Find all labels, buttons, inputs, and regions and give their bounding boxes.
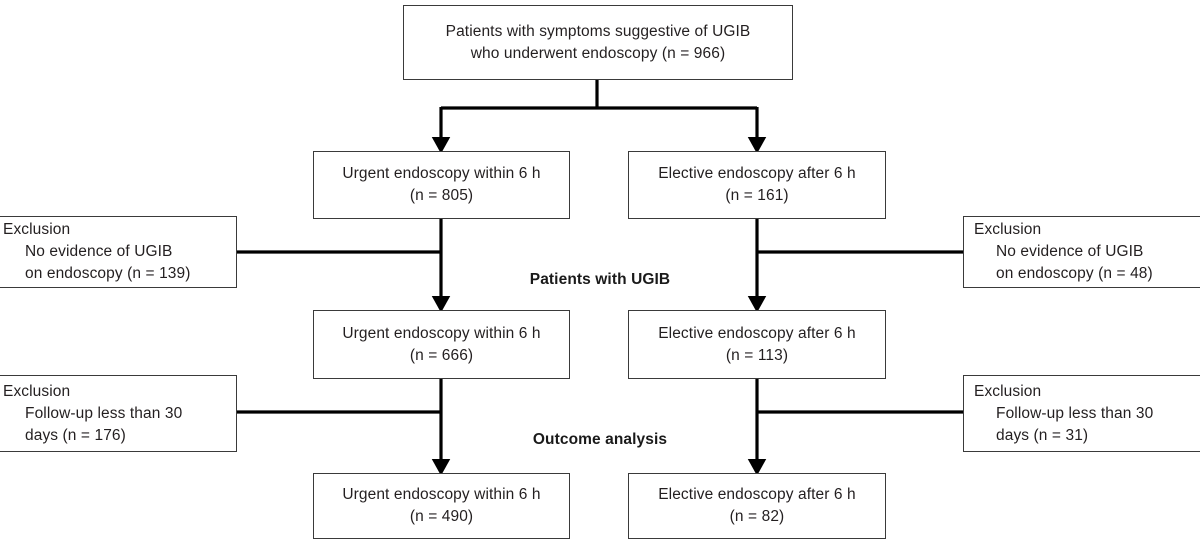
stage-label-patients-with-ugib: Patients with UGIB	[529, 271, 671, 288]
node-line: (n = 113)	[725, 346, 789, 364]
node-line: (n = 82)	[729, 508, 785, 525]
node-line: Urgent endoscopy within 6 h	[342, 165, 541, 182]
node-line: on endoscopy (n = 48)	[996, 265, 1153, 282]
node-enrolled-patients: Patients with symptoms suggestive of UGI…	[403, 5, 793, 80]
node-line: Exclusion	[974, 382, 1042, 400]
node-exclusion-no-evidence-urgent: Exclusion No evidence of UGIB on endosco…	[0, 216, 237, 288]
node-exclusion-no-evidence-elective: Exclusion No evidence of UGIB on endosco…	[963, 216, 1200, 288]
node-line: who underwent endoscopy (n = 966)	[470, 44, 726, 62]
node-line: Elective endoscopy after 6 h	[658, 165, 856, 182]
node-urgent-endoscopy-enrolled: Urgent endoscopy within 6 h (n = 805)	[313, 151, 570, 219]
node-elective-endoscopy-enrolled: Elective endoscopy after 6 h (n = 161)	[628, 151, 886, 219]
node-line: Urgent endoscopy within 6 h	[342, 486, 541, 503]
node-line: (n = 490)	[409, 508, 474, 525]
node-line: (n = 805)	[409, 187, 474, 204]
node-line: Patients with symptoms suggestive of UGI…	[445, 22, 751, 40]
stage-label-outcome-analysis: Outcome analysis	[532, 431, 668, 448]
node-line: (n = 161)	[725, 187, 789, 204]
node-line: No evidence of UGIB	[25, 243, 173, 260]
node-line: Urgent endoscopy within 6 h	[342, 324, 541, 342]
node-urgent-endoscopy-outcome: Urgent endoscopy within 6 h (n = 490)	[313, 473, 570, 539]
node-line: No evidence of UGIB	[996, 243, 1144, 260]
node-elective-endoscopy-outcome: Elective endoscopy after 6 h (n = 82)	[628, 473, 886, 539]
node-line: on endoscopy (n = 139)	[25, 265, 191, 282]
node-line: Exclusion	[974, 221, 1042, 238]
node-line: days (n = 31)	[996, 426, 1089, 444]
node-line: Exclusion	[3, 221, 71, 238]
node-exclusion-followup-elective: Exclusion Follow-up less than 30 days (n…	[963, 375, 1200, 452]
node-line: Elective endoscopy after 6 h	[658, 324, 856, 342]
node-line: Elective endoscopy after 6 h	[658, 486, 856, 503]
node-exclusion-followup-urgent: Exclusion Follow-up less than 30 days (n…	[0, 375, 237, 452]
node-line: (n = 666)	[409, 346, 474, 364]
node-line: Exclusion	[3, 382, 71, 400]
node-urgent-endoscopy-ugib: Urgent endoscopy within 6 h (n = 666)	[313, 310, 570, 379]
node-line: days (n = 176)	[25, 426, 126, 444]
node-line: Follow-up less than 30	[996, 404, 1154, 422]
node-line: Follow-up less than 30	[25, 404, 183, 422]
node-elective-endoscopy-ugib: Elective endoscopy after 6 h (n = 113)	[628, 310, 886, 379]
